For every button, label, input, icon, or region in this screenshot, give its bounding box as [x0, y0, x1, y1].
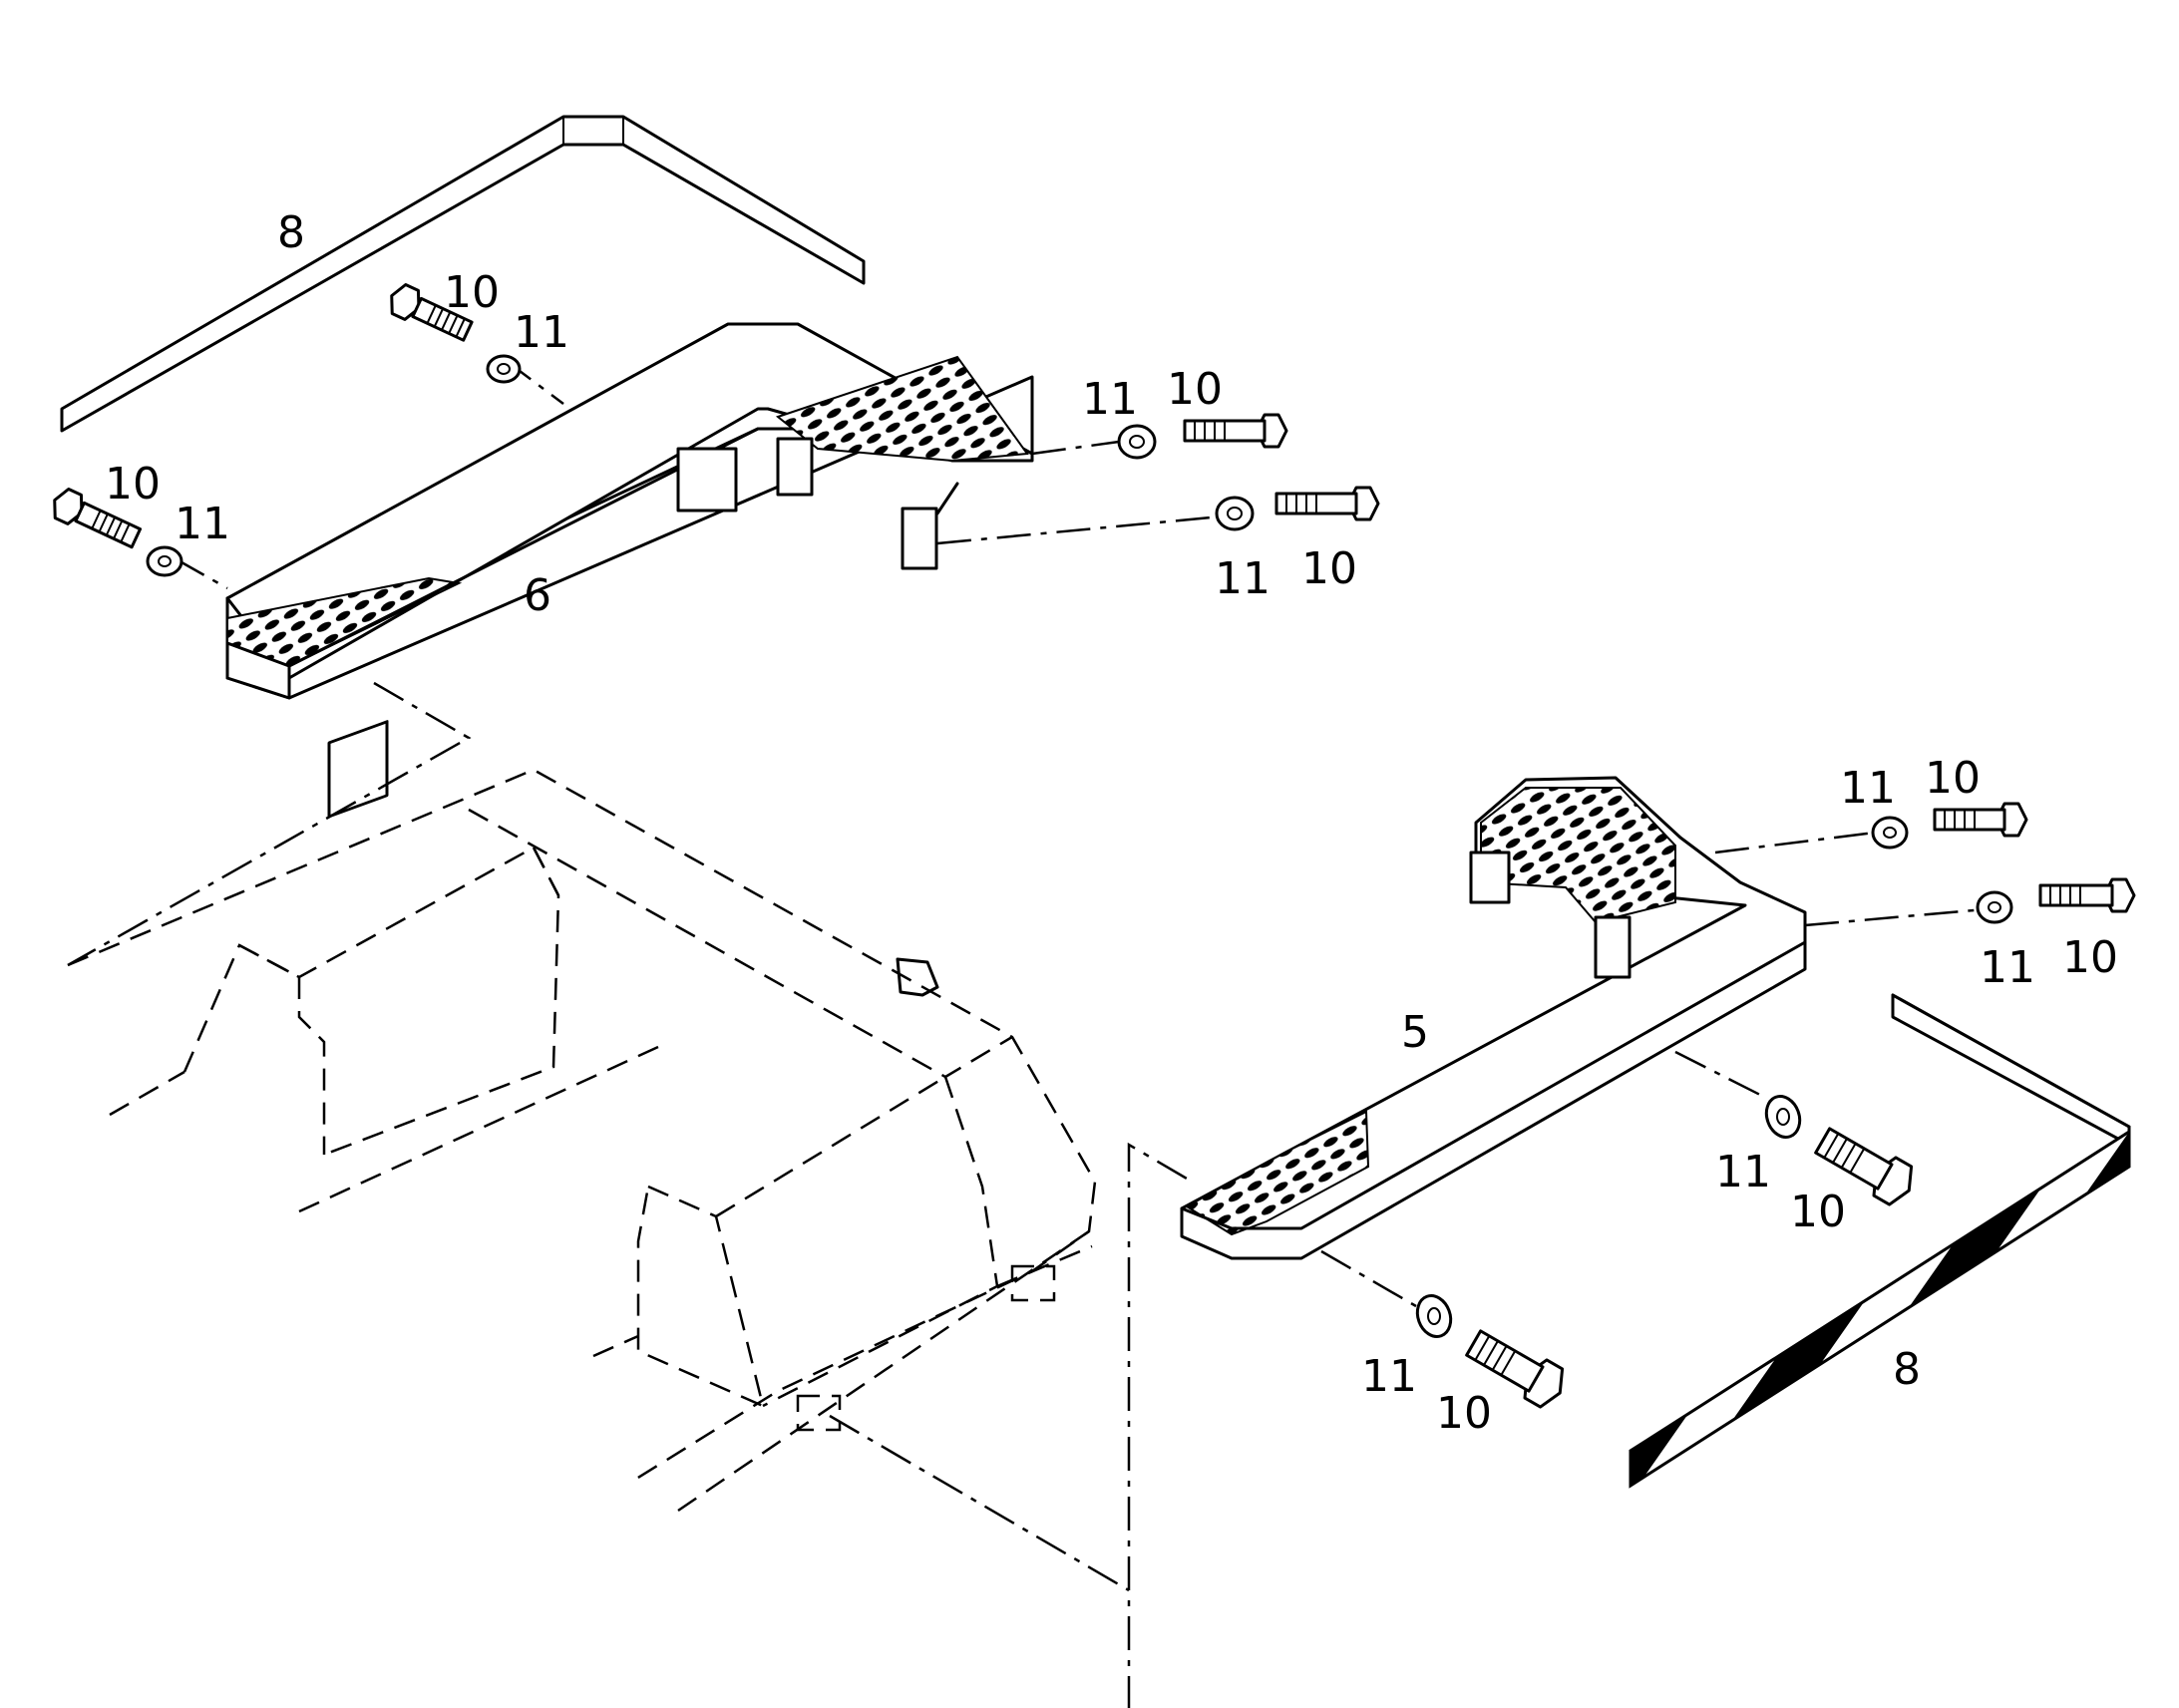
- callout-labels: 8 8 6 5 10 11 10 11 11 10 11 10 11 10 11…: [105, 207, 2118, 1439]
- callout-washer-d: 11: [1215, 553, 1271, 604]
- callout-washer-b: 11: [175, 499, 230, 549]
- washer-e-icon: [1871, 816, 1909, 850]
- callout-washer-c: 11: [1082, 374, 1138, 425]
- bolt-a-icon: [390, 282, 474, 342]
- bolt-c-icon: [1183, 413, 1288, 449]
- leader-lines: [67, 358, 1986, 1708]
- washer-a-icon: [486, 354, 522, 384]
- callout-washer-e: 11: [1840, 763, 1896, 814]
- callout-washer-f: 11: [1980, 942, 2035, 993]
- callout-bolt-c: 10: [1167, 364, 1223, 415]
- callout-washer-g: 11: [1715, 1147, 1771, 1197]
- callout-bolt-g: 10: [1790, 1187, 1846, 1237]
- bolt-g-icon: [1814, 1127, 1914, 1206]
- callout-trim-bottom: 8: [1893, 1344, 1921, 1395]
- callout-bolt-h: 10: [1436, 1388, 1492, 1439]
- washer-d-icon: [1215, 496, 1255, 531]
- washer-f-icon: [1976, 890, 2013, 924]
- callout-bolt-a: 10: [444, 267, 500, 318]
- washer-h-icon: [1415, 1294, 1453, 1338]
- bolt-d-icon: [1274, 486, 1380, 521]
- washer-b-icon: [146, 545, 183, 577]
- callout-washer-a: 11: [514, 307, 569, 358]
- callout-washer-h: 11: [1361, 1351, 1417, 1402]
- step-assembly-upper: [225, 322, 1034, 819]
- bolt-f-icon: [2038, 877, 2136, 913]
- callout-step-left: 6: [524, 570, 551, 621]
- callout-step-right: 5: [1401, 1007, 1429, 1058]
- callout-bolt-e: 10: [1925, 753, 1981, 804]
- bolt-h-icon: [1465, 1329, 1565, 1409]
- washer-c-icon: [1117, 424, 1157, 460]
- bolt-e-icon: [1933, 802, 2028, 838]
- housing-outline: [67, 768, 1097, 1513]
- callout-trim-top: 8: [277, 207, 305, 258]
- callout-bolt-b: 10: [105, 459, 161, 510]
- step-assembly-lower: [1180, 776, 1807, 1260]
- callout-bolt-d: 10: [1301, 543, 1357, 594]
- callout-bolt-f: 10: [2062, 932, 2118, 983]
- washer-g-icon: [1764, 1095, 1802, 1139]
- trim-strip-top: [60, 115, 866, 433]
- bolt-b-icon: [53, 487, 143, 549]
- trim-strip-bottom: [1629, 993, 2131, 1489]
